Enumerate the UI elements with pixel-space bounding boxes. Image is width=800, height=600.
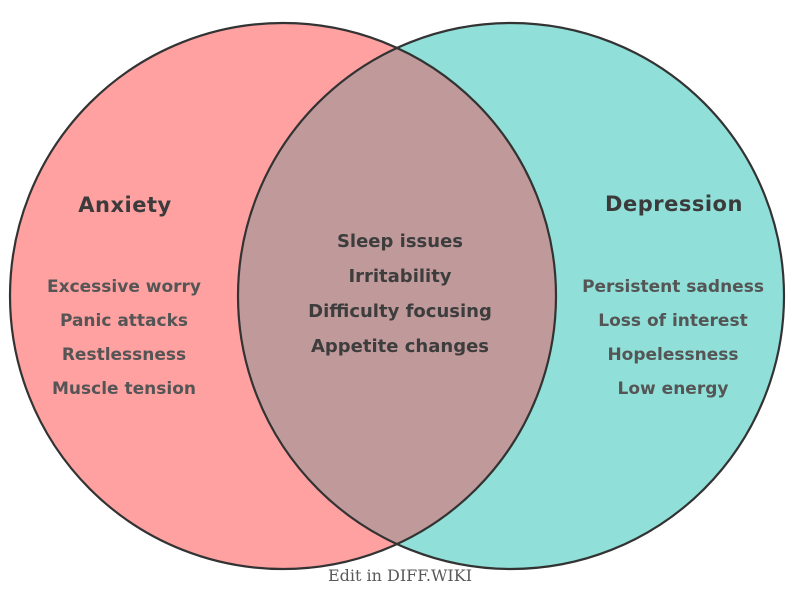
anxiety-item: Muscle tension [52, 379, 196, 399]
depression-circle-outline [236, 21, 786, 571]
anxiety-item: Excessive worry [46, 277, 201, 297]
anxiety-item: Panic attacks [59, 311, 189, 331]
anxiety-items: Excessive worry Panic attacks Restlessne… [14, 270, 234, 406]
depression-item: Loss of interest [598, 311, 748, 331]
shared-item: Difficulty focusing [308, 301, 492, 322]
overlap-fill [238, 23, 556, 569]
depression-item: Low energy [617, 379, 729, 399]
overlap-region [238, 23, 556, 569]
depression-item: Hopelessness [607, 345, 739, 365]
shared-item: Irritability [348, 266, 452, 287]
shared-items: Sleep issues Irritability Difficulty foc… [290, 224, 510, 364]
shared-item: Sleep issues [336, 231, 464, 252]
depression-item: Persistent sadness [582, 277, 764, 297]
anxiety-circle-outline [8, 21, 558, 571]
shared-item: Appetite changes [310, 336, 489, 357]
anxiety-item: Restlessness [61, 345, 187, 365]
depression-items: Persistent sadness Loss of interest Hope… [563, 270, 783, 406]
edit-in-diffwiki-caption[interactable]: Edit in DIFF.WIKI [327, 566, 473, 585]
